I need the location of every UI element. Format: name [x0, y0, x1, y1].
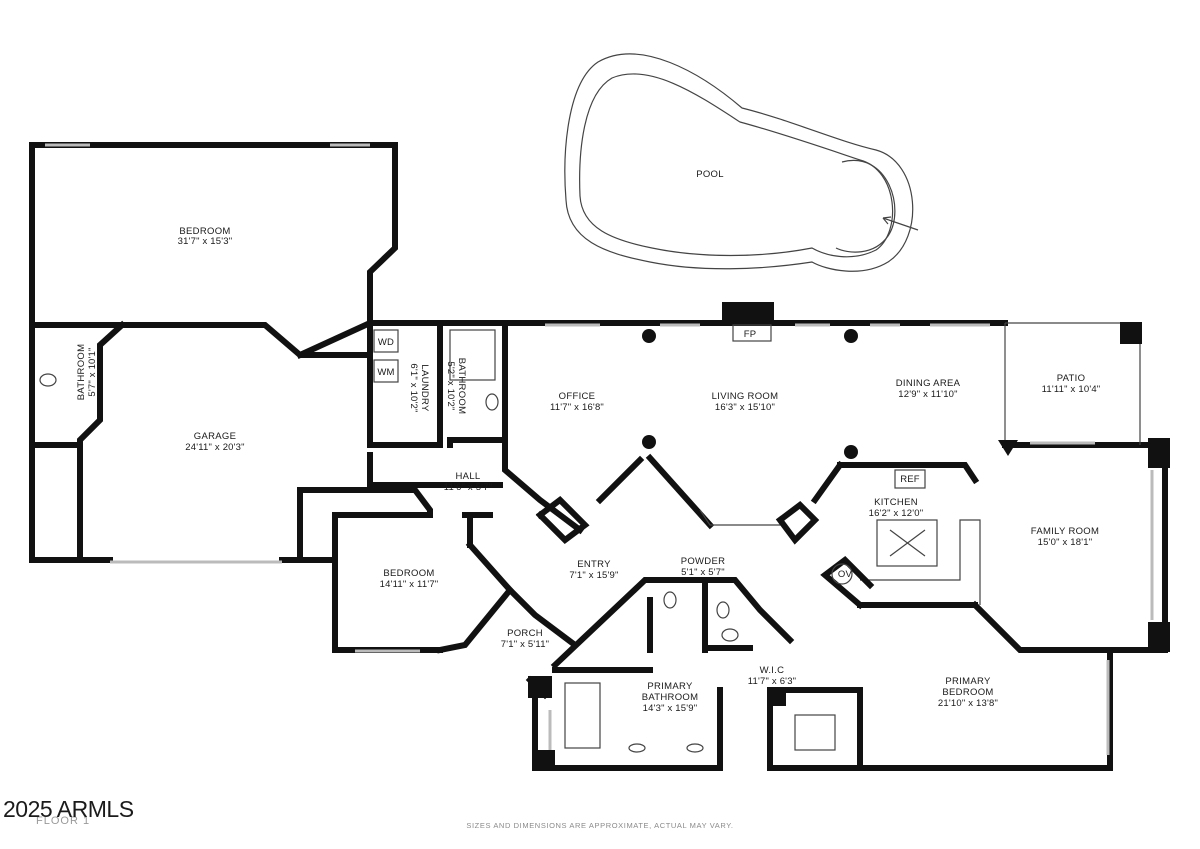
primary-bedroom-dims: 21'10" x 13'8" — [938, 698, 998, 709]
laundry-label: LAUNDRY — [419, 364, 430, 412]
family-room-dims: 15'0" x 18'1" — [1038, 537, 1093, 548]
primary-bathroom-dims: 14'3" x 15'9" — [643, 703, 698, 714]
watermark: 2025 ARMLS — [3, 796, 134, 822]
columns — [528, 302, 1170, 770]
ref-label: REF — [900, 474, 920, 485]
primary-bathroom-label2: BATHROOM — [642, 692, 699, 703]
kitchen-dims: 16'2" x 12'0" — [869, 508, 924, 519]
patio-label: PATIO — [1057, 373, 1086, 384]
entry-dims: 7'1" x 15'9" — [569, 570, 618, 581]
porch-dims: 7'1" x 5'11" — [501, 639, 550, 650]
wd-label: WD — [378, 337, 394, 348]
primary-bedroom-label2: BEDROOM — [942, 687, 993, 698]
pool — [564, 53, 919, 272]
powder-label: POWDER — [681, 556, 726, 567]
wic-dims: 11'7" x 6'3" — [748, 676, 797, 687]
primary-bathroom-label: PRIMARY — [647, 681, 693, 692]
bedroom-large-dims: 31'7" x 15'3" — [178, 236, 233, 247]
room-labels: POOL BEDROOM 31'7" x 15'3" BATHROOM 5'7"… — [76, 169, 1100, 714]
pool-label: POOL — [696, 169, 724, 180]
walls — [29, 142, 1168, 771]
dining-area-label: DINING AREA — [896, 378, 961, 389]
floor-label: FLOOR 1 — [36, 815, 91, 827]
ov-label: OV — [838, 569, 853, 580]
entry-label: ENTRY — [577, 559, 611, 570]
living-room-dims: 16'3" x 15'10" — [715, 402, 775, 413]
windows — [45, 143, 1154, 755]
hall-dims: 11'6" x 5'7" — [444, 482, 493, 493]
bathroom-hall-label: BATHROOM — [456, 358, 467, 415]
bathroom-side-label: BATHROOM — [76, 344, 87, 401]
fixtures — [39, 324, 926, 753]
office-dims: 11'7" x 16'8" — [550, 402, 604, 413]
living-room-label: LIVING ROOM — [712, 391, 779, 402]
dining-area-dims: 12'9" x 11'10" — [898, 389, 957, 400]
kitchen-label: KITCHEN — [874, 497, 918, 508]
office-label: OFFICE — [559, 391, 596, 402]
garage-dims: 24'11" x 20'3" — [185, 442, 244, 453]
hall-label: HALL — [456, 471, 481, 482]
fp-label: FP — [744, 329, 757, 340]
family-room-label: FAMILY ROOM — [1031, 526, 1099, 537]
wm-label: WM — [377, 367, 394, 378]
laundry-dims: 6'1" x 10'2" — [408, 363, 419, 412]
wic-label: W.I.C — [760, 665, 785, 676]
powder-dims: 5'1" x 5'7" — [681, 567, 725, 578]
disclaimer: SIZES AND DIMENSIONS ARE APPROXIMATE, AC… — [466, 821, 734, 830]
patio-dims: 11'11" x 10'4" — [1042, 384, 1101, 395]
bathroom-side-dims: 5'7" x 10'1" — [87, 347, 98, 396]
porch-label: PORCH — [507, 628, 543, 639]
bedroom-small-dims: 14'11" x 11'7" — [380, 579, 439, 590]
garage-label: GARAGE — [194, 431, 236, 442]
primary-bedroom-label: PRIMARY — [945, 676, 991, 687]
bedroom-large-label: BEDROOM — [179, 226, 230, 237]
bathroom-hall-dims: 5'2" x 10'2" — [445, 361, 456, 410]
bedroom-small-label: BEDROOM — [383, 568, 434, 579]
